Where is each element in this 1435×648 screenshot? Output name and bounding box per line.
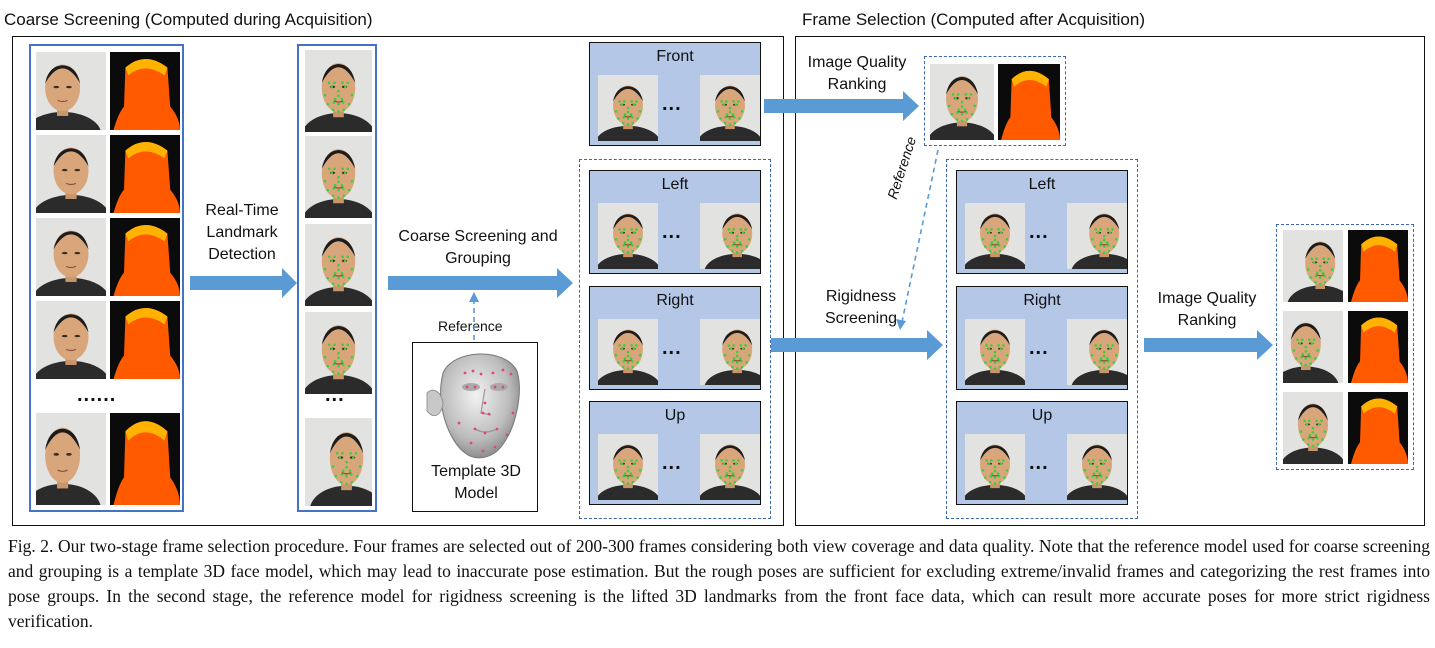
refined-box-right-ellipsis: ... [1029, 337, 1049, 359]
stage1-title: Coarse Screening (Computed during Acquis… [4, 10, 373, 29]
refined-box-up-label: Up [1031, 407, 1053, 424]
pose-frame [700, 75, 760, 141]
refined-box-left-ellipsis: ... [1029, 221, 1049, 243]
landmark-frame [305, 418, 372, 506]
landmark-frame [305, 224, 372, 306]
pose-frame [700, 434, 760, 500]
pose-frame [1067, 434, 1127, 500]
pose-box-front-label: Front [656, 48, 694, 65]
stage1-panel [12, 36, 784, 526]
stage2-panel [795, 36, 1425, 526]
raw-depth-frame [110, 52, 180, 130]
template-model-box: Template 3D Model [412, 342, 538, 512]
pose-box-right-ellipsis: ... [662, 337, 682, 359]
final-depth-frame [1348, 230, 1408, 302]
template-face-mesh [426, 353, 520, 459]
raw-frames-ellipsis: ...... [77, 384, 117, 406]
pose-frame [598, 75, 658, 141]
refined-box-up-ellipsis: ... [1029, 452, 1049, 474]
pose-box-right-label: Right [656, 292, 694, 309]
step-coarse-label: Coarse Screening and Grouping [398, 228, 558, 267]
final-rgb-frame [1283, 311, 1343, 383]
refined-box-left-label: Left [1028, 176, 1056, 193]
raw-rgb-frame [36, 135, 106, 213]
final-depth-frame [1348, 392, 1408, 464]
pose-box-front: Front ... [589, 42, 761, 146]
raw-rgb-frame [36, 413, 106, 505]
final-depth-frame [1348, 311, 1408, 383]
stage2-title: Frame Selection (Computed after Acquisit… [802, 10, 1145, 29]
raw-rgb-frame [36, 52, 106, 130]
refined-box-left: Left ... [956, 170, 1128, 274]
pose-frame [965, 319, 1025, 385]
step-quality-final-label: Image Quality Ranking [1157, 290, 1257, 329]
pose-frame [1067, 319, 1127, 385]
template-model-label: Template 3D Model [431, 463, 521, 502]
pose-box-up-ellipsis: ... [662, 452, 682, 474]
front-best-rgb [930, 64, 994, 140]
landmark-frames-ellipsis: ... [325, 384, 345, 406]
pose-frame [965, 203, 1025, 269]
refined-box-right-label: Right [1023, 292, 1061, 309]
step-realtime-label: Real-Time Landmark Detection [205, 202, 279, 263]
reference-label: Reference [438, 318, 503, 334]
front-best-depth [998, 64, 1060, 140]
refined-box-right: Right ... [956, 286, 1128, 390]
raw-depth-frame [110, 413, 180, 505]
raw-depth-frame [110, 301, 180, 379]
pose-box-left-label: Left [661, 176, 689, 193]
refined-box-up: Up ... [956, 401, 1128, 505]
front-best-frame-box [924, 56, 1066, 146]
step-rigidity-label: Rigidness Screening [824, 288, 898, 327]
pose-box-front-ellipsis: ... [662, 93, 682, 115]
raw-rgb-frame [36, 218, 106, 296]
pose-box-left: Left ... [589, 170, 761, 274]
landmark-frame [305, 312, 372, 394]
pose-box-right: Right ... [589, 286, 761, 390]
step-quality-top-label: Image Quality Ranking [807, 54, 907, 93]
landmark-frame [305, 136, 372, 218]
pose-frame [598, 203, 658, 269]
pose-frame [598, 319, 658, 385]
refined-groups-dashed [946, 159, 1138, 519]
pose-box-up-label: Up [664, 407, 686, 424]
figure-caption: Fig. 2. Our two-stage frame selection pr… [8, 536, 1430, 631]
raw-depth-frame [110, 135, 180, 213]
pose-frame [700, 319, 760, 385]
pose-frame [1067, 203, 1127, 269]
pose-groups-dashed [579, 159, 771, 519]
pose-box-left-ellipsis: ... [662, 221, 682, 243]
raw-depth-frame [110, 218, 180, 296]
pose-frame [598, 434, 658, 500]
raw-rgb-frame [36, 301, 106, 379]
landmark-frame [305, 50, 372, 132]
pose-frame [965, 434, 1025, 500]
pose-frame [700, 203, 760, 269]
pose-box-up: Up ... [589, 401, 761, 505]
final-rgb-frame [1283, 230, 1343, 302]
final-frames-box [1276, 224, 1414, 470]
final-rgb-frame [1283, 392, 1343, 464]
